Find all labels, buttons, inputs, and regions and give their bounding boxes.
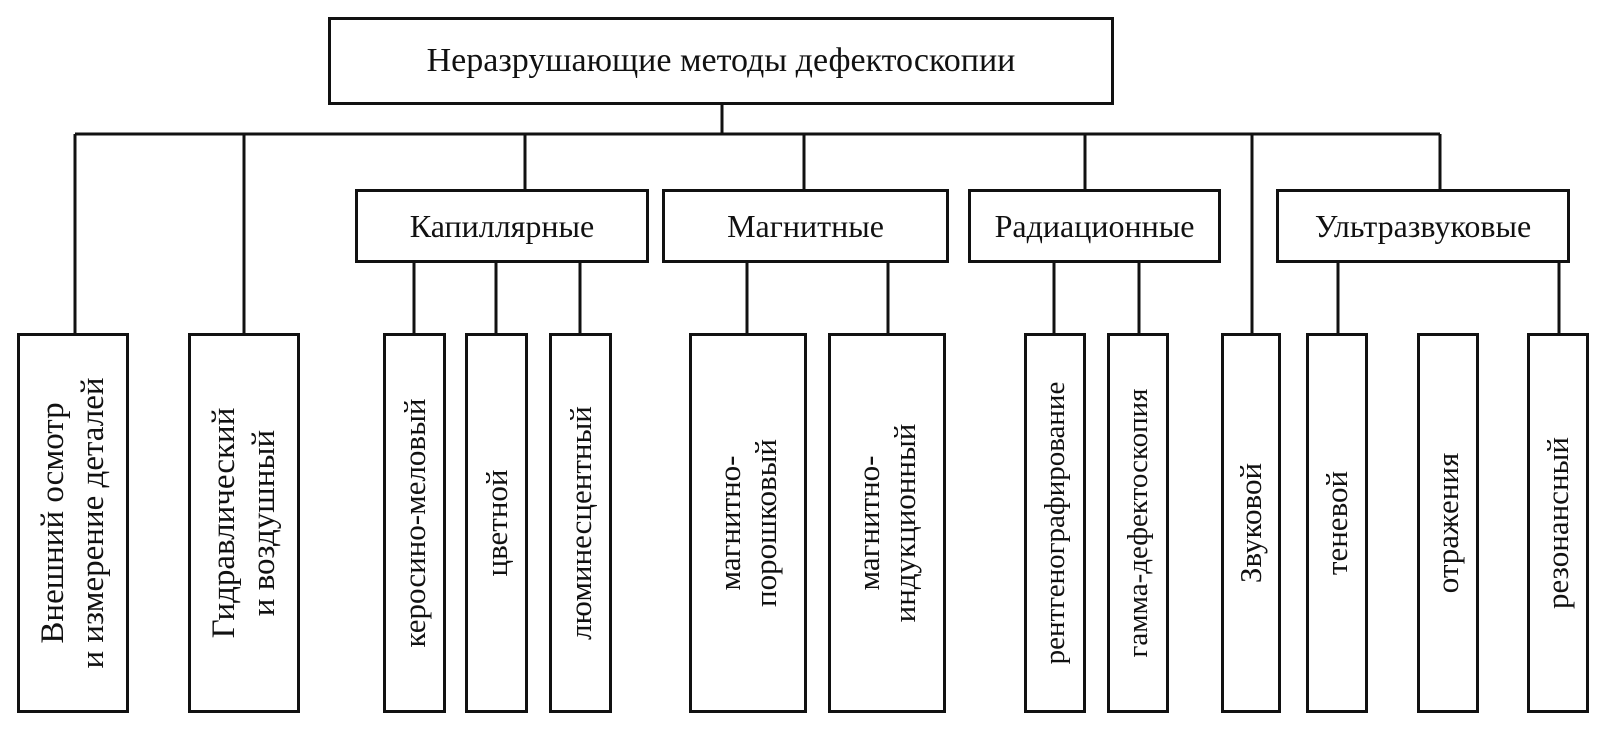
leaf-magnetic-induction-line1: магнитно- [851,455,886,591]
leaf-resonance-label: резонансный [1540,437,1575,609]
group-capillary-label: Капиллярные [409,207,595,244]
leaf-kerosene-label: керосино-меловый [396,398,432,648]
leaf-magnetic-induction-line2: индукционный [887,423,922,623]
group-ultrasonic-label: Ультразвуковые [1314,207,1532,244]
leaf-xray-label: рентгенографирование [1039,381,1071,665]
leaf-reflection-label: отражения [1430,452,1465,594]
leaf-sound: Звуковой [1221,333,1281,713]
leaf-shadow: теневой [1306,333,1368,713]
group-magnetic: Магнитные [662,189,949,263]
leaf-reflection: отражения [1417,333,1479,713]
leaf-magnetic-induction: магнитно- индукционный [828,333,946,713]
leaf-visual-line2: и измерение деталей [75,377,111,669]
leaf-resonance: резонансный [1527,333,1589,713]
leaf-luminescent: люминесцентный [549,333,612,713]
group-capillary: Капиллярные [355,189,649,263]
group-magnetic-label: Магнитные [727,207,884,244]
leaf-magnetic-powder-line2: порошковый [748,438,783,608]
leaf-sound-label: Звуковой [1233,462,1268,584]
leaf-xray: рентгенографирование [1024,333,1086,713]
leaf-kerosene-chalk: керосино-меловый [383,333,446,713]
leaf-luminescent-label: люминесцентный [562,406,598,640]
leaf-hydraulic-line2: и воздушный [246,429,282,617]
leaf-gamma: гамма-дефектоскопия [1107,333,1169,713]
leaf-magnetic-powder: магнитно- порошковый [689,333,807,713]
group-ultrasonic: Ультразвуковые [1276,189,1570,263]
leaf-color-label: цветной [478,469,514,577]
leaf-magnetic-powder-line1: магнитно- [712,455,747,591]
leaf-shadow-label: теневой [1319,470,1354,576]
group-radiation: Радиационные [968,189,1221,263]
leaf-visual-inspection: Внешний осмотр и измерение деталей [17,333,129,713]
leaf-visual-line1: Внешний осмотр [35,402,71,644]
group-radiation-label: Радиационные [994,207,1195,244]
root-node: Неразрушающие методы дефектоскопии [328,17,1114,105]
leaf-hydraulic-line1: Гидравлический [206,407,242,639]
leaf-hydraulic: Гидравлический и воздушный [188,333,300,713]
leaf-gamma-label: гамма-дефектоскопия [1122,388,1154,658]
leaf-color: цветной [465,333,528,713]
root-label: Неразрушающие методы дефектоскопии [426,42,1016,79]
